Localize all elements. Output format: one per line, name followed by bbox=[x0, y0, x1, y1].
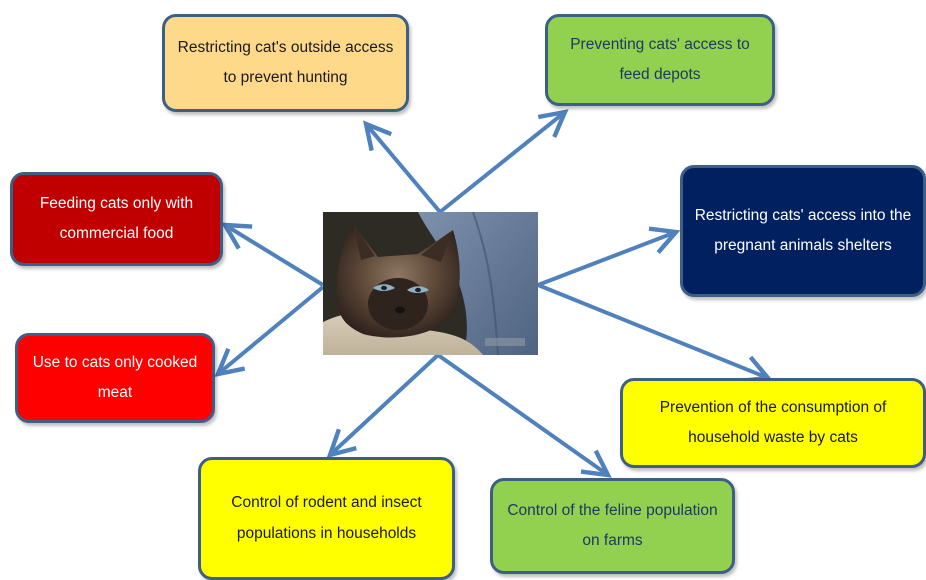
siamese-cat-photo bbox=[323, 212, 538, 355]
box-feline-population-text: Control of the feline population on farm… bbox=[507, 501, 718, 549]
box-rodent-insect-text: Control of rodent and insect populations… bbox=[231, 494, 422, 542]
box-pregnant-shelters-text: Restricting cats' access into the pregna… bbox=[694, 206, 912, 254]
box-household-waste-text: Prevention of the consumption of househo… bbox=[659, 398, 887, 446]
arrow-to-waste bbox=[537, 283, 773, 384]
box-household-waste: Prevention of the consumption of househo… bbox=[620, 378, 926, 468]
arrow-to-rodent bbox=[326, 353, 440, 459]
arrow-to-feline bbox=[436, 353, 612, 478]
box-feed-depots: Preventing cats' access to feed depots bbox=[545, 14, 775, 106]
arrow-to-feed bbox=[438, 109, 569, 214]
arrow-to-outside bbox=[362, 120, 442, 214]
arrow-to-commercial bbox=[221, 222, 325, 287]
arrow-to-cooked bbox=[214, 285, 325, 377]
box-rodent-insect: Control of rodent and insect populations… bbox=[198, 457, 455, 580]
box-commercial-food-text: Feeding cats only with commercial food bbox=[39, 194, 194, 242]
box-cooked-meat-text: Use to cats only cooked meat bbox=[32, 353, 198, 401]
box-pregnant-shelters: Restricting cats' access into the pregna… bbox=[680, 165, 926, 297]
box-cooked-meat: Use to cats only cooked meat bbox=[15, 333, 215, 423]
box-outside-access: Restricting cat's outside access to prev… bbox=[162, 14, 409, 112]
arrow-to-pregnant bbox=[537, 226, 681, 287]
box-commercial-food: Feeding cats only with commercial food bbox=[10, 172, 223, 266]
box-feline-population: Control of the feline population on farm… bbox=[490, 478, 735, 574]
box-outside-access-text: Restricting cat's outside access to prev… bbox=[177, 38, 394, 86]
box-feed-depots-text: Preventing cats' access to feed depots bbox=[570, 35, 750, 83]
